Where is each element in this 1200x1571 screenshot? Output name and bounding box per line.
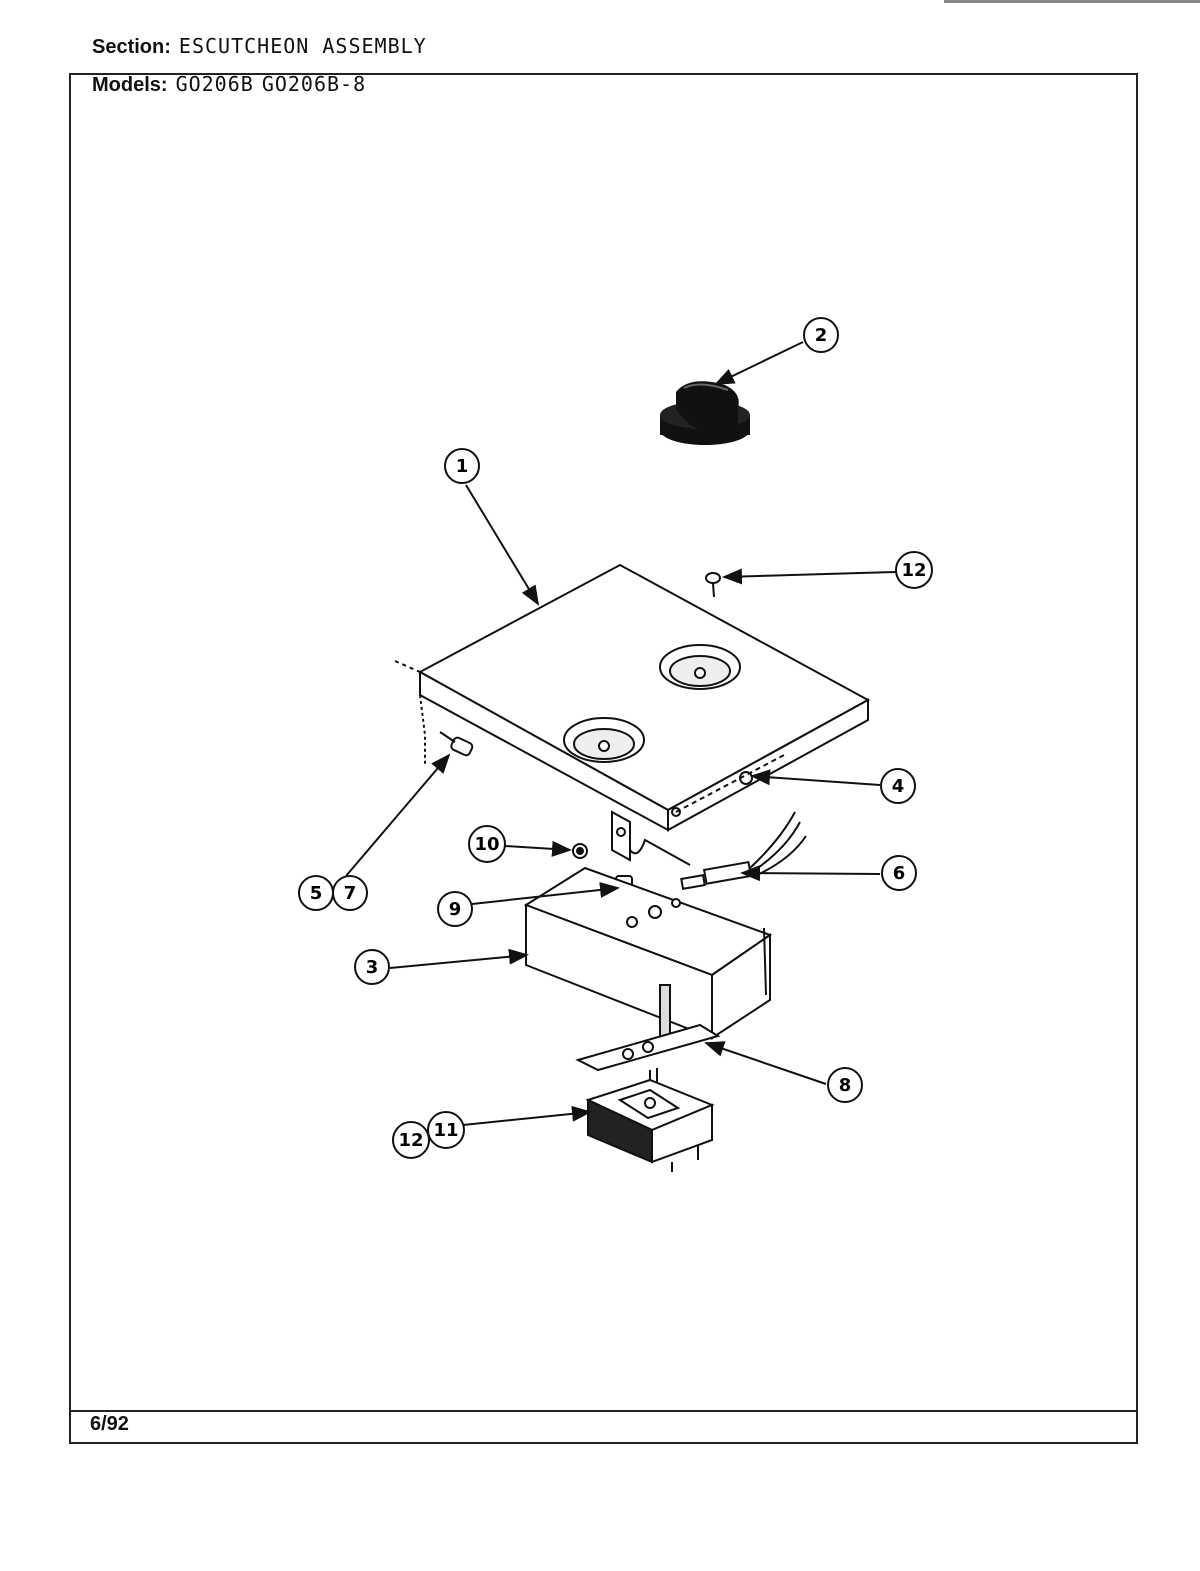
knob-part: [660, 381, 750, 445]
callout-12-bottom: 12: [392, 1121, 430, 1159]
callout-number: 11: [433, 1120, 458, 1141]
callout-3: 3: [354, 949, 390, 985]
callout-number: 6: [893, 863, 906, 884]
callout-10: 10: [468, 825, 506, 863]
callout-number: 5: [310, 883, 323, 904]
models-header: Models: GO206B GO206B-8: [92, 72, 366, 97]
models-label: Models:: [92, 74, 168, 96]
callout-7: 7: [332, 875, 368, 911]
wire-lead: [680, 811, 807, 890]
callout-number: 10: [474, 834, 499, 855]
callout-4: 4: [880, 768, 916, 804]
escutcheon-panel: [394, 563, 871, 832]
callout-8: 8: [827, 1067, 863, 1103]
diagram-frame: [69, 73, 1138, 1444]
callout-5: 5: [298, 875, 334, 911]
callout-12-top: 12: [895, 551, 933, 589]
callout-number: 12: [901, 560, 926, 581]
infinite-switch: [585, 1078, 715, 1172]
mounting-bracket: [611, 810, 691, 866]
callout-number: 9: [449, 899, 462, 920]
callout-number: 3: [366, 957, 379, 978]
callout-1: 1: [444, 448, 480, 484]
switch-housing-box: [523, 866, 773, 1041]
model-number: GO206B: [175, 72, 254, 96]
callout-number: 8: [839, 1075, 852, 1096]
corner-rule: [944, 0, 1200, 3]
callout-number: 7: [344, 883, 357, 904]
callout-2: 2: [803, 317, 839, 353]
callout-number: 12: [398, 1130, 423, 1151]
leader-lines: [345, 341, 897, 1126]
callout-9: 9: [437, 891, 473, 927]
callout-number: 2: [815, 325, 828, 346]
revision-date: 6/92: [90, 1413, 129, 1435]
section-label: Section:: [92, 36, 171, 58]
model-number: GO206B-8: [261, 72, 367, 96]
section-header: Section: ESCUTCHEON ASSEMBLY: [92, 34, 427, 59]
footer-divider: [69, 1410, 1138, 1412]
callout-11: 11: [427, 1111, 465, 1149]
callout-6: 6: [881, 855, 917, 891]
section-title: ESCUTCHEON ASSEMBLY: [178, 34, 427, 58]
callout-number: 4: [892, 776, 905, 797]
callout-number: 1: [456, 456, 469, 477]
